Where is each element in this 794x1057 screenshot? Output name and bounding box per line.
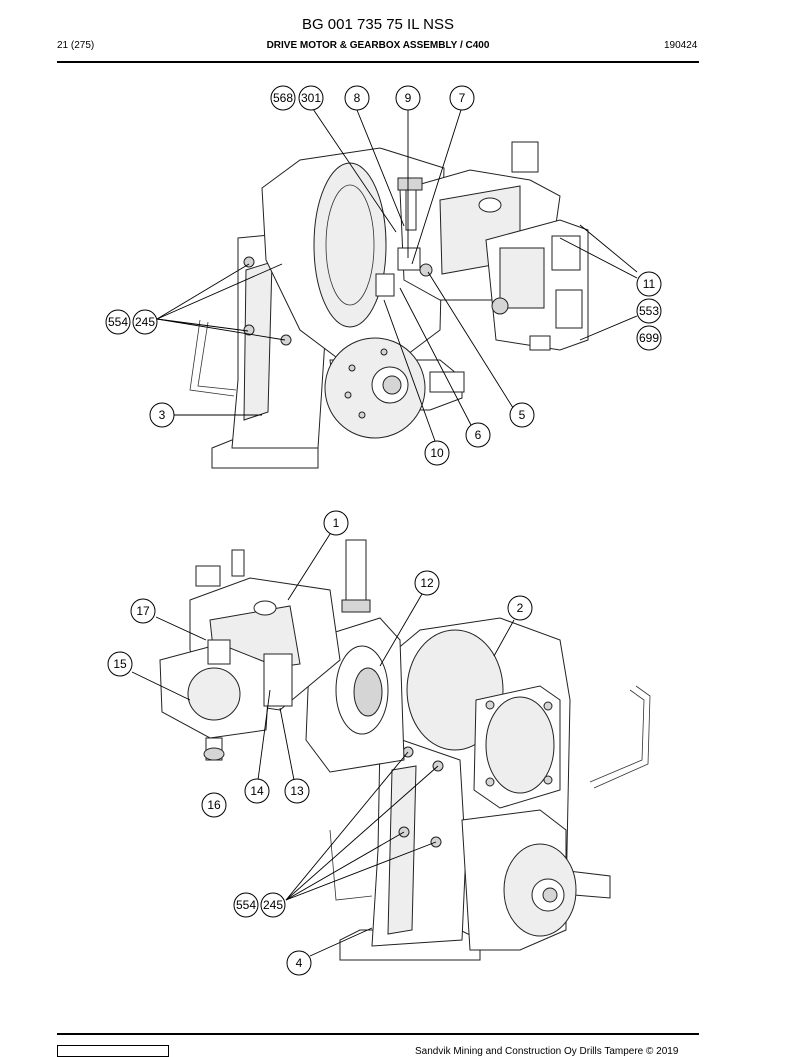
callout-11: 11: [636, 271, 662, 297]
bottom-assembly-illustration: [159, 539, 651, 961]
callout-6: 6: [465, 422, 491, 448]
callout-9: 9: [395, 85, 421, 111]
callout-12: 12: [414, 570, 440, 596]
svg-text:7: 7: [459, 91, 466, 105]
callout-301: 301: [298, 85, 324, 111]
bottom-leader-lines: [131, 533, 515, 957]
svg-text:245: 245: [135, 315, 155, 329]
callout-245: 245: [132, 309, 158, 335]
callout-14: 14: [244, 778, 270, 804]
callout-699: 699: [636, 325, 662, 351]
svg-text:699: 699: [639, 331, 659, 345]
callout-245-lower: 245: [260, 892, 286, 918]
footer-rule: [57, 1033, 699, 1035]
svg-text:10: 10: [430, 446, 444, 460]
callout-568: 568: [270, 85, 296, 111]
svg-text:3: 3: [159, 408, 166, 422]
callout-2: 2: [507, 595, 533, 621]
section-title: DRIVE MOTOR & GEARBOX ASSEMBLY / C400: [266, 40, 490, 51]
svg-text:554: 554: [236, 898, 256, 912]
document-title: BG 001 735 75 IL NSS: [301, 16, 455, 33]
svg-text:6: 6: [475, 428, 482, 442]
svg-text:9: 9: [405, 91, 412, 105]
callout-4: 4: [286, 950, 312, 976]
callout-554-lower: 554: [233, 892, 259, 918]
callout-1: 1: [323, 510, 349, 536]
svg-text:17: 17: [136, 604, 150, 618]
footer-copyright: Sandvik Mining and Construction Oy Drill…: [415, 1046, 679, 1057]
callout-13: 13: [284, 778, 310, 804]
page-number: 21 (275): [57, 40, 95, 51]
callout-8: 8: [344, 85, 370, 111]
document-date: 190424: [664, 40, 698, 51]
sandvik-logo: [57, 1045, 169, 1057]
svg-text:11: 11: [643, 277, 656, 291]
svg-text:4: 4: [296, 956, 303, 970]
svg-text:12: 12: [420, 576, 434, 590]
svg-text:554: 554: [108, 315, 128, 329]
top-assembly-illustration: [189, 141, 589, 469]
callout-15: 15: [107, 651, 133, 677]
callout-17: 17: [130, 598, 156, 624]
callout-553: 553: [636, 298, 662, 324]
svg-text:245: 245: [263, 898, 283, 912]
svg-text:13: 13: [290, 784, 304, 798]
svg-text:16: 16: [207, 798, 221, 812]
svg-text:553: 553: [639, 304, 659, 318]
svg-text:8: 8: [354, 91, 361, 105]
callout-5: 5: [509, 402, 535, 428]
svg-text:14: 14: [250, 784, 264, 798]
callout-10: 10: [424, 440, 450, 466]
svg-text:15: 15: [113, 657, 127, 671]
svg-text:568: 568: [273, 91, 293, 105]
header-rule: [57, 61, 699, 63]
callout-554: 554: [105, 309, 131, 335]
svg-text:301: 301: [301, 91, 321, 105]
top-leader-lines: [156, 105, 638, 442]
callout-7: 7: [449, 85, 475, 111]
callout-16: 16: [201, 792, 227, 818]
callout-3: 3: [149, 402, 175, 428]
svg-text:2: 2: [517, 601, 524, 615]
svg-text:1: 1: [333, 516, 340, 530]
svg-text:5: 5: [519, 408, 526, 422]
